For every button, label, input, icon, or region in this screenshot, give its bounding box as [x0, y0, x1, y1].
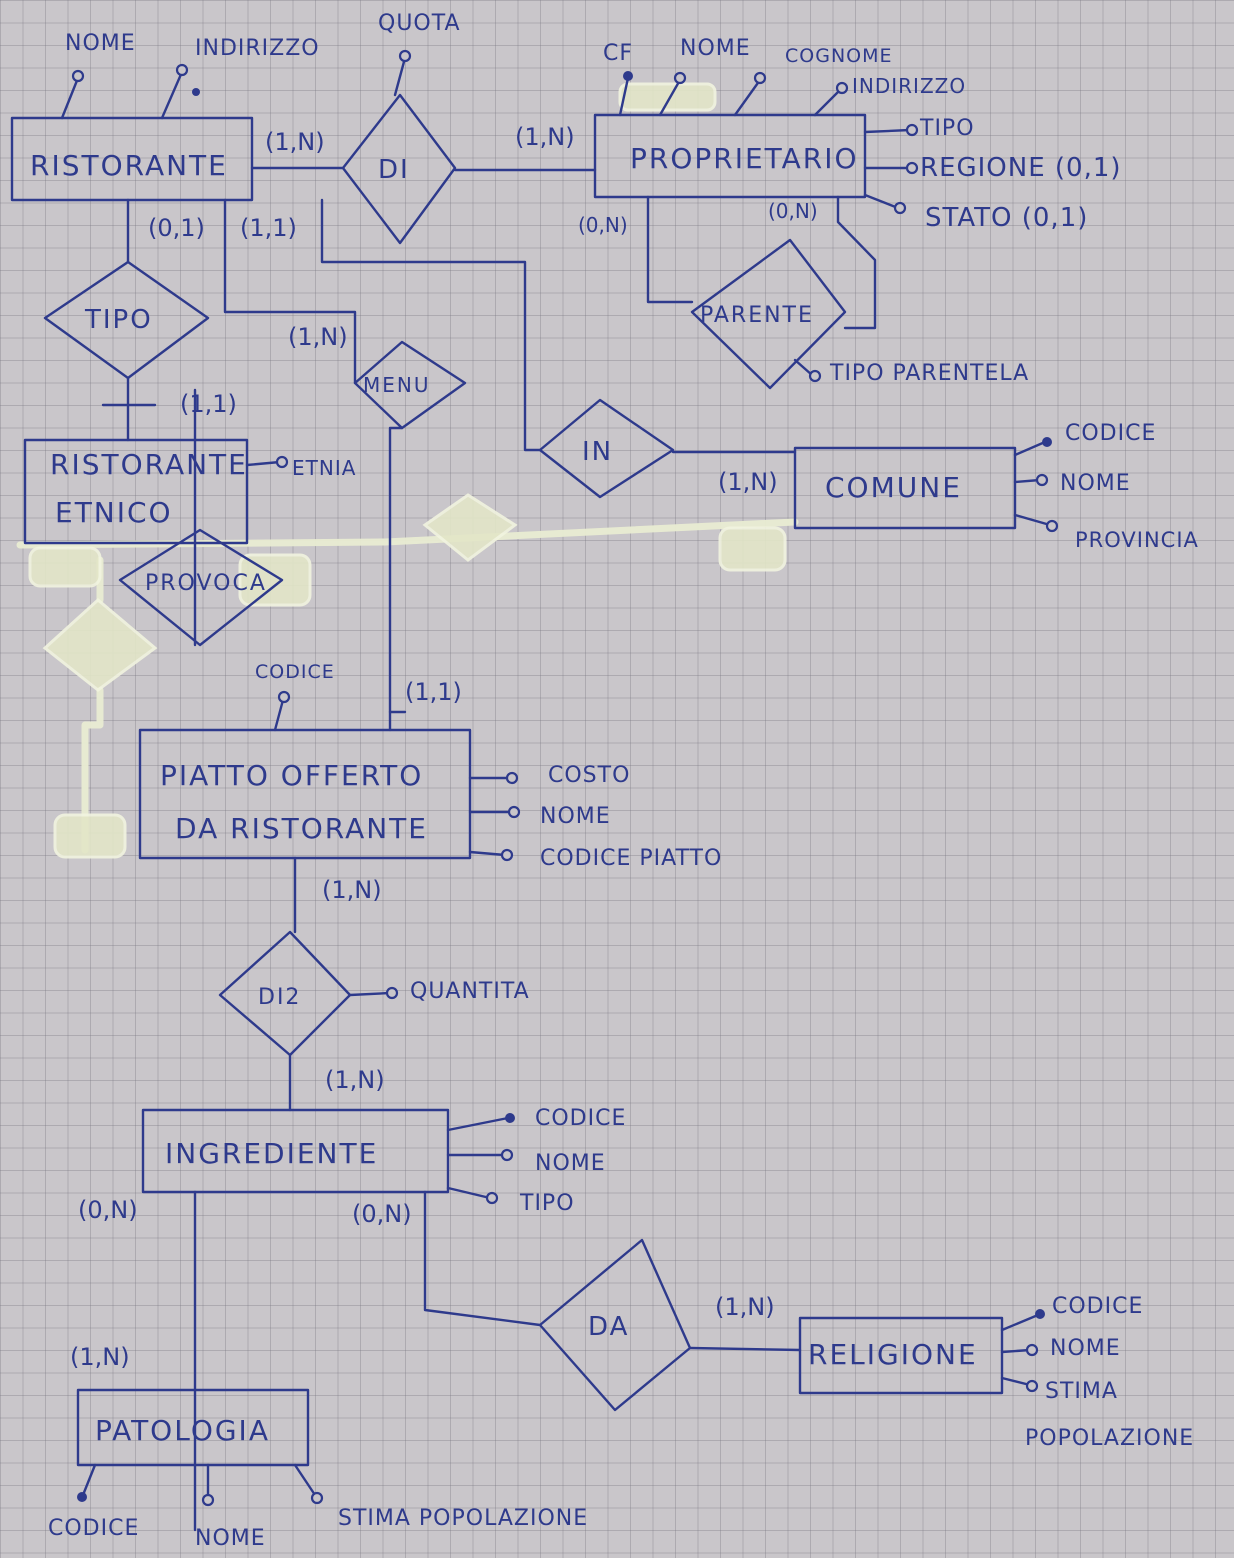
- attr-rel-nome: NOME: [1050, 1336, 1121, 1361]
- attr-pat-nome: NOME: [195, 1526, 266, 1551]
- attr-rel-popolazione: POPOLAZIONE: [1025, 1426, 1194, 1451]
- relationship-parente: PARENTE: [690, 238, 847, 390]
- entity-proprietario-label: PROPRIETARIO: [630, 142, 859, 175]
- relationship-in: IN: [538, 398, 675, 499]
- entity-piatto-label-1: PIATTO OFFERTO: [160, 759, 423, 792]
- card-etnico-tipo: (1,1): [180, 390, 237, 418]
- relationship-da-label: DA: [588, 1312, 629, 1342]
- entity-religione-label: RELIGIONE: [808, 1338, 978, 1371]
- relationship-in-label: IN: [582, 437, 613, 467]
- entity-comune: COMUNE: [793, 446, 1017, 530]
- relationship-menu: MENU: [353, 340, 467, 430]
- entity-ristorante-etnico-label-2: ETNICO: [55, 496, 173, 529]
- relationship-di2: DI2: [218, 930, 352, 1057]
- entity-comune-label: COMUNE: [825, 471, 962, 504]
- attr-ingr-tipo: TIPO: [519, 1191, 575, 1216]
- attr-di-quota: QUOTA: [378, 11, 461, 36]
- attribute-labels: NOME INDIRIZZO QUOTA CF NOME COGNOME IND…: [48, 11, 1199, 1551]
- entity-religione: RELIGIONE: [798, 1316, 1004, 1395]
- relationship-menu-label: MENU: [363, 373, 431, 397]
- card-religione-da: (1,N): [715, 1293, 775, 1321]
- relationship-provoca: PROVOCA: [118, 528, 284, 647]
- entity-ingrediente: INGREDIENTE: [141, 1108, 450, 1194]
- entity-ristorante-label: RISTORANTE: [30, 149, 228, 182]
- attr-prop-stato: STATO (0,1): [925, 203, 1088, 233]
- entity-ristorante-etnico-label-1: RISTORANTE: [50, 448, 248, 481]
- attr-parente-tipo: TIPO PARENTELA: [829, 361, 1029, 386]
- connection-lines: [101, 166, 877, 1532]
- attr-comune-codice: CODICE: [1065, 421, 1156, 446]
- entity-patologia-label: PATOLOGIA: [95, 1414, 270, 1447]
- relationship-provoca-label: PROVOCA: [145, 571, 267, 596]
- attr-prop-tipo: TIPO: [919, 116, 975, 141]
- card-rist-tipo: (0,1): [148, 214, 205, 242]
- card-ingr-provoca: (0,N): [78, 1196, 138, 1224]
- attr-piatto-codice: CODICE: [255, 661, 335, 683]
- relationship-di: DI: [341, 93, 457, 245]
- attr-etnico-etnia: ETNIA: [292, 456, 356, 480]
- attr-ingr-codice: CODICE: [535, 1106, 626, 1131]
- entity-piatto-label-2: DA RISTORANTE: [175, 812, 428, 845]
- attr-prop-cognome: COGNOME: [785, 45, 893, 67]
- attr-prop-indirizzo: INDIRIZZO: [852, 74, 966, 98]
- attr-pat-stima: STIMA POPOLAZIONE: [338, 1506, 588, 1531]
- attr-piatto-costo: COSTO: [548, 763, 630, 788]
- attribute-connectors: [60, 49, 1059, 1507]
- attr-comune-nome: NOME: [1060, 471, 1131, 496]
- attr-prop-regione: REGIONE (0,1): [920, 153, 1122, 183]
- card-prop-parente-b: (0,N): [768, 199, 818, 223]
- correction-marks: [16, 82, 799, 859]
- attr-di2-quantita: QUANTITA: [410, 979, 530, 1004]
- attr-pat-codice: CODICE: [48, 1516, 139, 1541]
- card-ingr-di2: (1,N): [325, 1066, 385, 1094]
- card-prop-parente-a: (0,N): [578, 213, 628, 237]
- card-rist-di: (1,N): [265, 128, 325, 156]
- card-rist-in: (1,1): [240, 214, 297, 242]
- card-prop-di: (1,N): [515, 123, 575, 151]
- attr-piatto-nome: NOME: [540, 804, 611, 829]
- relationship-di-label: DI: [378, 155, 410, 185]
- attr-ristorante-indirizzo: INDIRIZZO: [195, 36, 320, 61]
- relationship-di2-label: DI2: [258, 985, 301, 1010]
- relationship-parente-label: PARENTE: [700, 303, 814, 328]
- attr-ingr-nome: NOME: [535, 1151, 606, 1176]
- entity-piatto-offerto: PIATTO OFFERTO DA RISTORANTE: [138, 728, 472, 860]
- attr-piatto-codice-piatto: CODICE PIATTO: [540, 846, 722, 871]
- card-piatto-di2: (1,N): [322, 876, 382, 904]
- entity-ingrediente-label: INGREDIENTE: [165, 1137, 378, 1170]
- attr-prop-nome: NOME: [680, 36, 751, 61]
- attr-prop-cf: CF: [603, 41, 633, 66]
- entity-patologia: PATOLOGIA: [76, 1388, 310, 1467]
- card-piatto-menu: (1,1): [405, 678, 462, 706]
- card-patologia-provoca: (1,N): [70, 1343, 130, 1371]
- card-ingr-da: (0,N): [352, 1200, 412, 1228]
- attr-ristorante-nome: NOME: [65, 31, 136, 56]
- attr-rel-codice: CODICE: [1052, 1294, 1143, 1319]
- attr-rel-stima: STIMA: [1045, 1379, 1118, 1404]
- entity-ristorante: RISTORANTE: [10, 116, 254, 202]
- relationship-tipo: TIPO: [43, 260, 210, 380]
- card-rist-menu: (1,N): [288, 323, 348, 351]
- relationship-tipo-label: TIPO: [84, 305, 153, 335]
- attr-comune-provincia: PROVINCIA: [1075, 528, 1199, 552]
- cardinality-labels: (1,N) (1,N) (0,1) (1,1) (0,N) (0,N) (1,1…: [70, 123, 818, 1371]
- entity-proprietario: PROPRIETARIO: [593, 113, 867, 199]
- relationship-da: DA: [538, 1238, 692, 1412]
- card-comune-in: (1,N): [718, 468, 778, 496]
- entity-ristorante-etnico: RISTORANTE ETNICO: [23, 438, 249, 545]
